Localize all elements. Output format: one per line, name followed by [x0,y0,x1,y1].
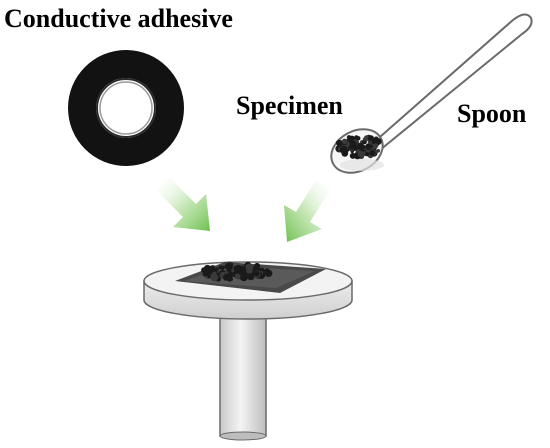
stub-specimen-granules [201,261,273,282]
spoon-specimen-granules [335,134,382,160]
spoon-label: Spoon [457,99,527,128]
specimen-label: Specimen [236,91,343,120]
sample-stub-icon [143,261,353,441]
spoon-icon [330,13,533,174]
adhesive-tape-roll-icon [68,50,184,166]
arrow-icon [157,178,210,231]
arrow-icon [284,180,330,242]
conductive-adhesive-label: Conductive adhesive [4,4,233,33]
